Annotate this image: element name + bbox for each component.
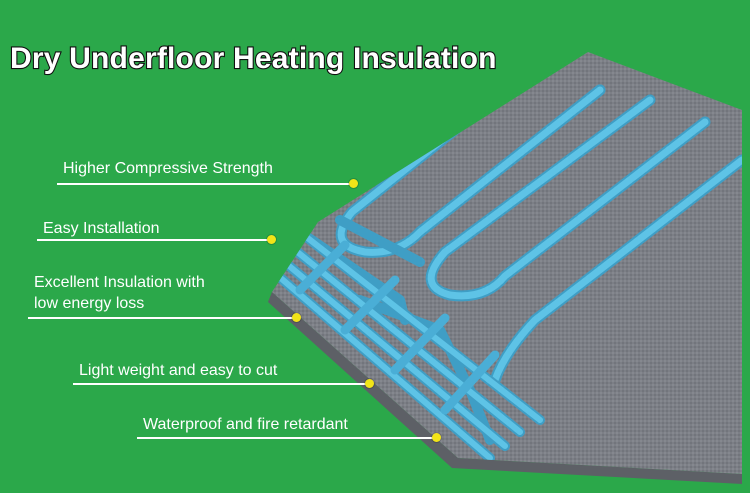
- feature-label: Easy Installation: [43, 220, 160, 237]
- feature-label: Higher Compressive Strength: [63, 160, 273, 177]
- leader-dot: [365, 379, 374, 388]
- feature-light-weight: Light weight and easy to cut: [79, 360, 277, 381]
- feature-excellent-insulation: Excellent Insulation with low energy los…: [34, 272, 205, 314]
- feature-higher-compressive-strength: Higher Compressive Strength: [63, 158, 273, 179]
- leader-line: [28, 317, 296, 319]
- leader-line: [57, 183, 353, 185]
- leader-line: [73, 383, 369, 385]
- leader-dot: [292, 313, 301, 322]
- feature-easy-installation: Easy Installation: [43, 218, 160, 239]
- page-title: Dry Underfloor Heating Insulation: [9, 41, 498, 76]
- leader-dot: [349, 179, 358, 188]
- leader-dot: [267, 235, 276, 244]
- feature-label-line-2: low energy loss: [34, 295, 145, 312]
- feature-label: Light weight and easy to cut: [79, 362, 278, 379]
- leader-line: [37, 239, 271, 241]
- leader-dot: [432, 433, 441, 442]
- feature-label: Waterproof and fire retardant: [143, 416, 348, 433]
- feature-label-line-1: Excellent Insulation with: [34, 274, 205, 291]
- leader-line: [137, 437, 436, 439]
- feature-waterproof-fire-retardant: Waterproof and fire retardant: [143, 414, 348, 435]
